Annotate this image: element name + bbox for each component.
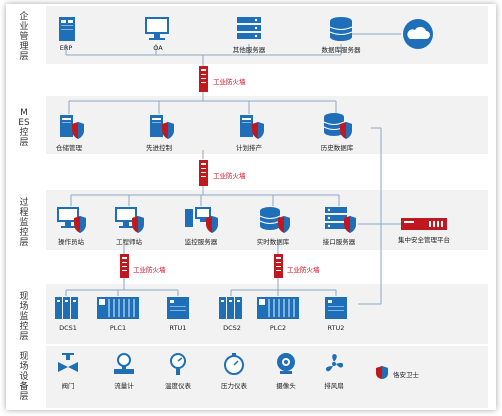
legend-label: 恪安卫士 (393, 371, 419, 379)
rack-shield-icon-interface (325, 207, 356, 233)
label-warehouse: 仓储管理 (56, 144, 82, 152)
label-temperature-instrument: 温度仪表 (165, 382, 191, 390)
label-plc1: PLC1 (109, 324, 127, 332)
label-monitor-server: 监控服务器 (184, 238, 218, 246)
label-dcs1: DCS1 (59, 324, 77, 332)
label-security-platform: 集中安全管理平台 (398, 236, 450, 244)
thermometer-gauge-icon (170, 353, 186, 375)
label-exhaust-fan: 排风扇 (324, 382, 344, 390)
dcs-icon-2 (219, 297, 242, 319)
server-shield-icon-advanced-control (150, 115, 174, 139)
rack-server-icon-other (237, 17, 261, 39)
label-scheduling: 计划排产 (236, 144, 262, 152)
label-erp: ERP (59, 44, 73, 52)
server-shield-icon-scheduling (240, 115, 264, 139)
label-history-db: 历史数据库 (320, 144, 354, 152)
computer-icon-oa (145, 17, 169, 40)
label-flowmeter: 流量计 (114, 382, 134, 390)
monitor-shield-icon-operator (57, 207, 86, 233)
security-platform-icon (401, 218, 447, 230)
dcs-icon-1 (55, 297, 78, 319)
firewall-icon-4 (274, 254, 283, 278)
plc-icon-1 (97, 297, 139, 319)
rtu-icon-2 (325, 297, 347, 319)
label-engineer-station: 工程师站 (116, 238, 142, 246)
server-icon-erp (59, 17, 75, 41)
cloud-icon (403, 19, 433, 49)
database-shield-icon-realtime (259, 207, 290, 233)
firewall-icon-3 (120, 254, 129, 278)
fan-icon (325, 354, 344, 372)
server-shield-icon-warehouse (60, 115, 84, 139)
label-dcs2: DCS2 (223, 324, 241, 332)
layer-label-process: 过程监控层 (19, 198, 29, 248)
diagram-frame: 企业管理层 MES控层 过程监控层 现场监控层 现场设备层 (6, 4, 496, 410)
band-mes (46, 96, 488, 154)
firewall-label-1: 工业防火墙 (213, 78, 246, 86)
pressure-gauge-icon (224, 353, 244, 375)
label-realtime-db: 实时数据库 (256, 238, 290, 246)
flowmeter-icon (114, 353, 134, 374)
layer-label-field-control: 现场监控层 (19, 292, 29, 342)
label-interface-server: 接口服务器 (322, 238, 356, 246)
label-plc2: PLC2 (269, 324, 287, 332)
label-pressure-instrument: 压力仪表 (221, 382, 247, 390)
connection-lines (65, 33, 401, 305)
firewall-label-2: 工业防火墙 (213, 172, 246, 180)
firewall-icon-2 (199, 160, 208, 186)
layer-label-field-device: 现场设备层 (19, 352, 29, 402)
label-other-servers: 其他服务器 (232, 46, 266, 54)
label-database-server: 数据库服务器 (321, 46, 361, 54)
firewall-label-3: 工业防火墙 (133, 266, 166, 274)
valve-icon (58, 353, 78, 372)
label-valve: 阀门 (61, 382, 75, 390)
database-shield-icon-history (323, 113, 352, 139)
plc-icon-2 (257, 297, 299, 319)
label-oa: OA (153, 44, 163, 52)
label-camera: 摄像头 (276, 382, 296, 390)
label-advanced-control: 先进控制 (146, 144, 172, 152)
firewall-label-4: 工业防火墙 (287, 266, 320, 274)
label-rtu1: RTU1 (169, 324, 187, 332)
database-server-icon (329, 17, 353, 41)
camera-icon (277, 353, 295, 374)
rtu-icon-1 (167, 297, 189, 319)
firewall-icon-1 (199, 66, 208, 92)
monitor-shield-icon-engineer (115, 207, 144, 233)
label-rtu2: RTU2 (327, 324, 345, 332)
layer-label-mes: MES控层 (18, 108, 30, 148)
label-operator-station: 操作员站 (58, 238, 84, 246)
layer-label-enterprise: 企业管理层 (19, 12, 29, 62)
workstation-shield-icon-monitor-server (185, 207, 218, 233)
shield-icon-legend (376, 366, 388, 379)
